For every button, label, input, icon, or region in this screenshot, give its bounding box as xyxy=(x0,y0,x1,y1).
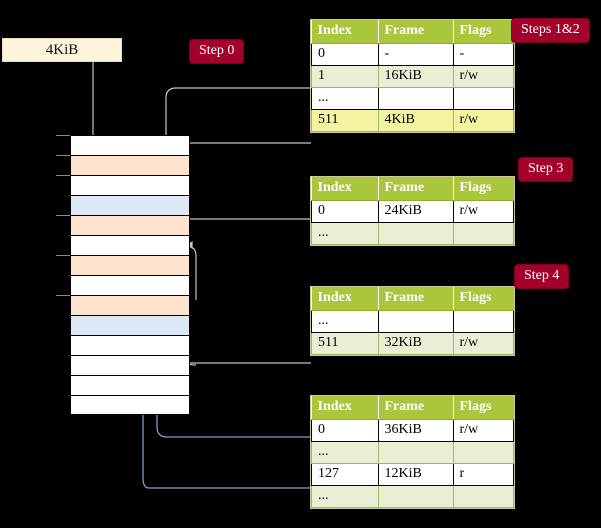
cell-index: ... xyxy=(311,485,379,508)
cell-frame: - xyxy=(378,43,454,66)
physical-memory-column xyxy=(56,135,190,415)
badge-step-3: Step 3 xyxy=(519,158,573,181)
cell-index: 1 xyxy=(311,65,379,88)
cell-flags: - xyxy=(453,43,514,66)
cell-index: 0 xyxy=(311,43,379,66)
memory-frame-row xyxy=(70,375,190,395)
badge-steps-1-2: Steps 1&2 xyxy=(512,19,589,42)
memory-frame-row xyxy=(70,355,190,375)
cell-flags: r/w xyxy=(453,200,514,223)
memory-frame-row xyxy=(70,215,190,235)
table-row: ... xyxy=(311,485,514,508)
memory-row-tick xyxy=(56,155,70,156)
column-header-flags: Flags xyxy=(453,396,514,420)
cell-index: ... xyxy=(311,310,379,333)
memory-row-tick xyxy=(56,255,70,256)
column-header-index: Index xyxy=(311,287,379,311)
cell-index: 0 xyxy=(311,419,379,442)
cell-frame: 24KiB xyxy=(378,200,454,223)
cell-flags xyxy=(453,222,514,245)
cell-index: 511 xyxy=(311,332,379,355)
memory-frame-row xyxy=(70,235,190,255)
memory-frame-row xyxy=(70,315,190,335)
cell-frame xyxy=(378,222,454,245)
table-row: ... xyxy=(311,310,514,333)
cell-frame: 12KiB xyxy=(378,463,454,486)
column-header-frame: Frame xyxy=(378,20,454,44)
column-header-frame: Frame xyxy=(378,396,454,420)
page-size-label: 4KiB xyxy=(45,41,79,58)
column-header-flags: Flags xyxy=(453,177,514,201)
cell-frame xyxy=(378,310,454,333)
cell-frame xyxy=(378,441,454,464)
memory-frame-row xyxy=(70,155,190,175)
page-size-box: 4KiB xyxy=(2,38,122,62)
column-header-frame: Frame xyxy=(378,287,454,311)
memory-frame-row xyxy=(70,295,190,315)
cell-frame: 4KiB xyxy=(378,109,454,132)
column-header-index: Index xyxy=(311,20,379,44)
cell-index: ... xyxy=(311,222,379,245)
cell-frame: 32KiB xyxy=(378,332,454,355)
column-header-index: Index xyxy=(311,396,379,420)
column-header-frame: Frame xyxy=(378,177,454,201)
cell-frame: 36KiB xyxy=(378,419,454,442)
column-header-index: Index xyxy=(311,177,379,201)
cell-flags: r/w xyxy=(453,332,514,355)
cell-flags xyxy=(453,87,514,110)
cell-index: ... xyxy=(311,87,379,110)
cell-flags: r/w xyxy=(453,65,514,88)
memory-frame-row xyxy=(70,275,190,295)
cell-frame: 16KiB xyxy=(378,65,454,88)
memory-frame-row xyxy=(70,395,190,415)
badge-step-4: Step 4 xyxy=(515,265,569,288)
memory-row-tick xyxy=(56,215,70,216)
cell-flags xyxy=(453,441,514,464)
cell-index: ... xyxy=(311,441,379,464)
memory-frame-row xyxy=(70,175,190,195)
memory-frame-row xyxy=(70,255,190,275)
cell-index: 0 xyxy=(311,200,379,223)
memory-row-tick xyxy=(56,175,70,176)
cell-index: 511 xyxy=(311,109,379,132)
cell-flags: r xyxy=(453,463,514,486)
cell-flags: r/w xyxy=(453,419,514,442)
memory-row-tick xyxy=(56,295,70,296)
table-row: 0-- xyxy=(311,43,514,66)
badge-step-0: Step 0 xyxy=(190,40,244,63)
cell-flags xyxy=(453,485,514,508)
table-row: ... xyxy=(311,87,514,110)
memory-frame-row xyxy=(70,135,190,155)
cell-flags: r/w xyxy=(453,109,514,132)
column-header-flags: Flags xyxy=(453,287,514,311)
cell-index: 127 xyxy=(311,463,379,486)
memory-frame-row xyxy=(70,195,190,215)
column-header-flags: Flags xyxy=(453,20,514,44)
memory-row-tick xyxy=(56,135,70,136)
table-row: ... xyxy=(311,441,514,464)
memory-frame-row xyxy=(70,335,190,355)
cell-frame xyxy=(378,485,454,508)
cell-frame xyxy=(378,87,454,110)
cell-flags xyxy=(453,310,514,333)
table-row: ... xyxy=(311,222,514,245)
